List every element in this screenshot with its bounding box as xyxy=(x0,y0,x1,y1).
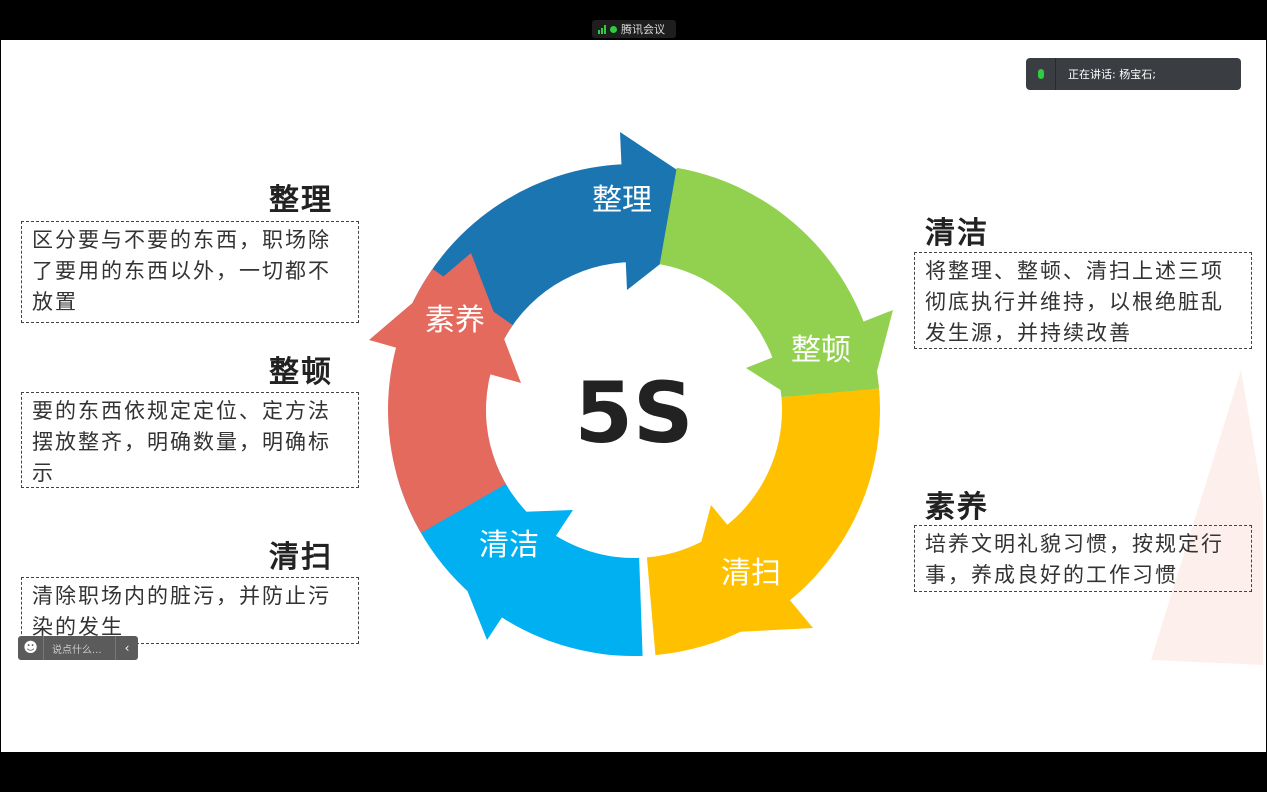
right-desc-1: 将整理、整顿、清扫上述三项彻底执行并维持，以根绝脏乱发生源，并持续改善 xyxy=(914,252,1252,349)
arrow-head-5 xyxy=(369,253,521,383)
left-desc-2: 要的东西依规定定位、定方法摆放整齐，明确数量，明确标示 xyxy=(21,392,359,488)
speaking-text: 正在讲话: 杨宝石; xyxy=(1068,68,1156,81)
ring-label-4: 清洁 xyxy=(479,528,539,563)
ring-label-2: 整顿 xyxy=(791,333,851,368)
left-heading-3: 清扫 xyxy=(269,540,333,575)
speaking-indicator: 正在讲话: 杨宝石; xyxy=(1026,58,1241,90)
ring-label-3: 清扫 xyxy=(721,556,781,591)
meeting-title-bar[interactable]: 腾讯会议 xyxy=(592,20,676,38)
collapse-chevron-icon[interactable]: ‹ xyxy=(124,641,130,655)
ring-label-1: 整理 xyxy=(592,183,652,218)
signal-icon xyxy=(598,24,606,34)
right-desc-2: 培养文明礼貌习惯，按规定行事，养成良好的工作习惯 xyxy=(914,525,1252,592)
emoji-icon[interactable]: ☻ xyxy=(18,636,44,660)
app-title: 腾讯会议 xyxy=(621,23,665,36)
right-heading-1: 清洁 xyxy=(925,216,989,251)
left-heading-1: 整理 xyxy=(269,183,333,218)
chat-input[interactable]: 说点什么... xyxy=(44,636,116,660)
left-desc-1: 区分要与不要的东西，职场除了要用的东西以外，一切都不放置 xyxy=(21,221,359,323)
microphone-icon xyxy=(1026,58,1056,90)
ring-label-5: 素养 xyxy=(425,303,485,338)
background-decoration xyxy=(1151,370,1263,665)
arrow-head-3 xyxy=(677,505,813,635)
right-heading-2: 素养 xyxy=(925,490,989,525)
left-heading-2: 整顿 xyxy=(269,355,333,390)
status-dot-icon xyxy=(610,25,617,33)
left-desc-3: 清除职场内的脏污，并防止污染的发生 xyxy=(21,577,359,644)
center-title: 5S xyxy=(575,364,694,462)
chat-bar[interactable]: ☻ 说点什么... ‹ xyxy=(18,636,138,660)
arrow-head-4 xyxy=(437,510,573,640)
